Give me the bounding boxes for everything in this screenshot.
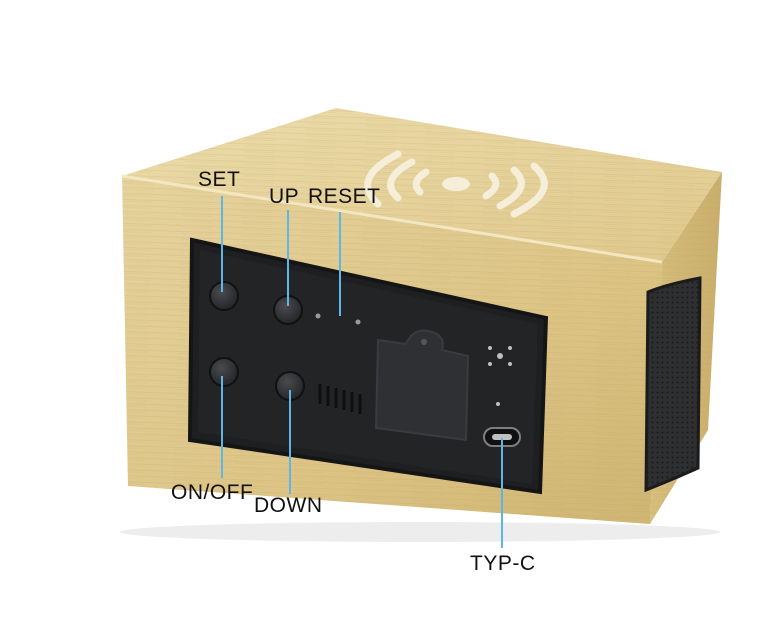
on-off-button[interactable] — [209, 357, 239, 387]
callout-down: DOWN — [254, 494, 323, 517]
speaker-grille-icon — [644, 276, 702, 493]
battery-cover — [374, 329, 470, 442]
vent-slots — [318, 384, 362, 414]
callout-set: SET — [198, 168, 241, 191]
callout-type-c: TYP-C — [470, 552, 536, 575]
callout-on-off: ON/OFF — [171, 481, 254, 504]
leader-lines — [221, 196, 503, 548]
callout-reset: RESET — [308, 185, 381, 208]
set-button[interactable] — [209, 281, 239, 311]
shadow — [120, 522, 720, 542]
callout-up: UP — [269, 185, 300, 208]
status-icon — [488, 346, 512, 406]
reset-pinhole — [315, 313, 361, 325]
wireless-charging-icon — [364, 150, 548, 218]
clock-top-face — [122, 108, 722, 262]
